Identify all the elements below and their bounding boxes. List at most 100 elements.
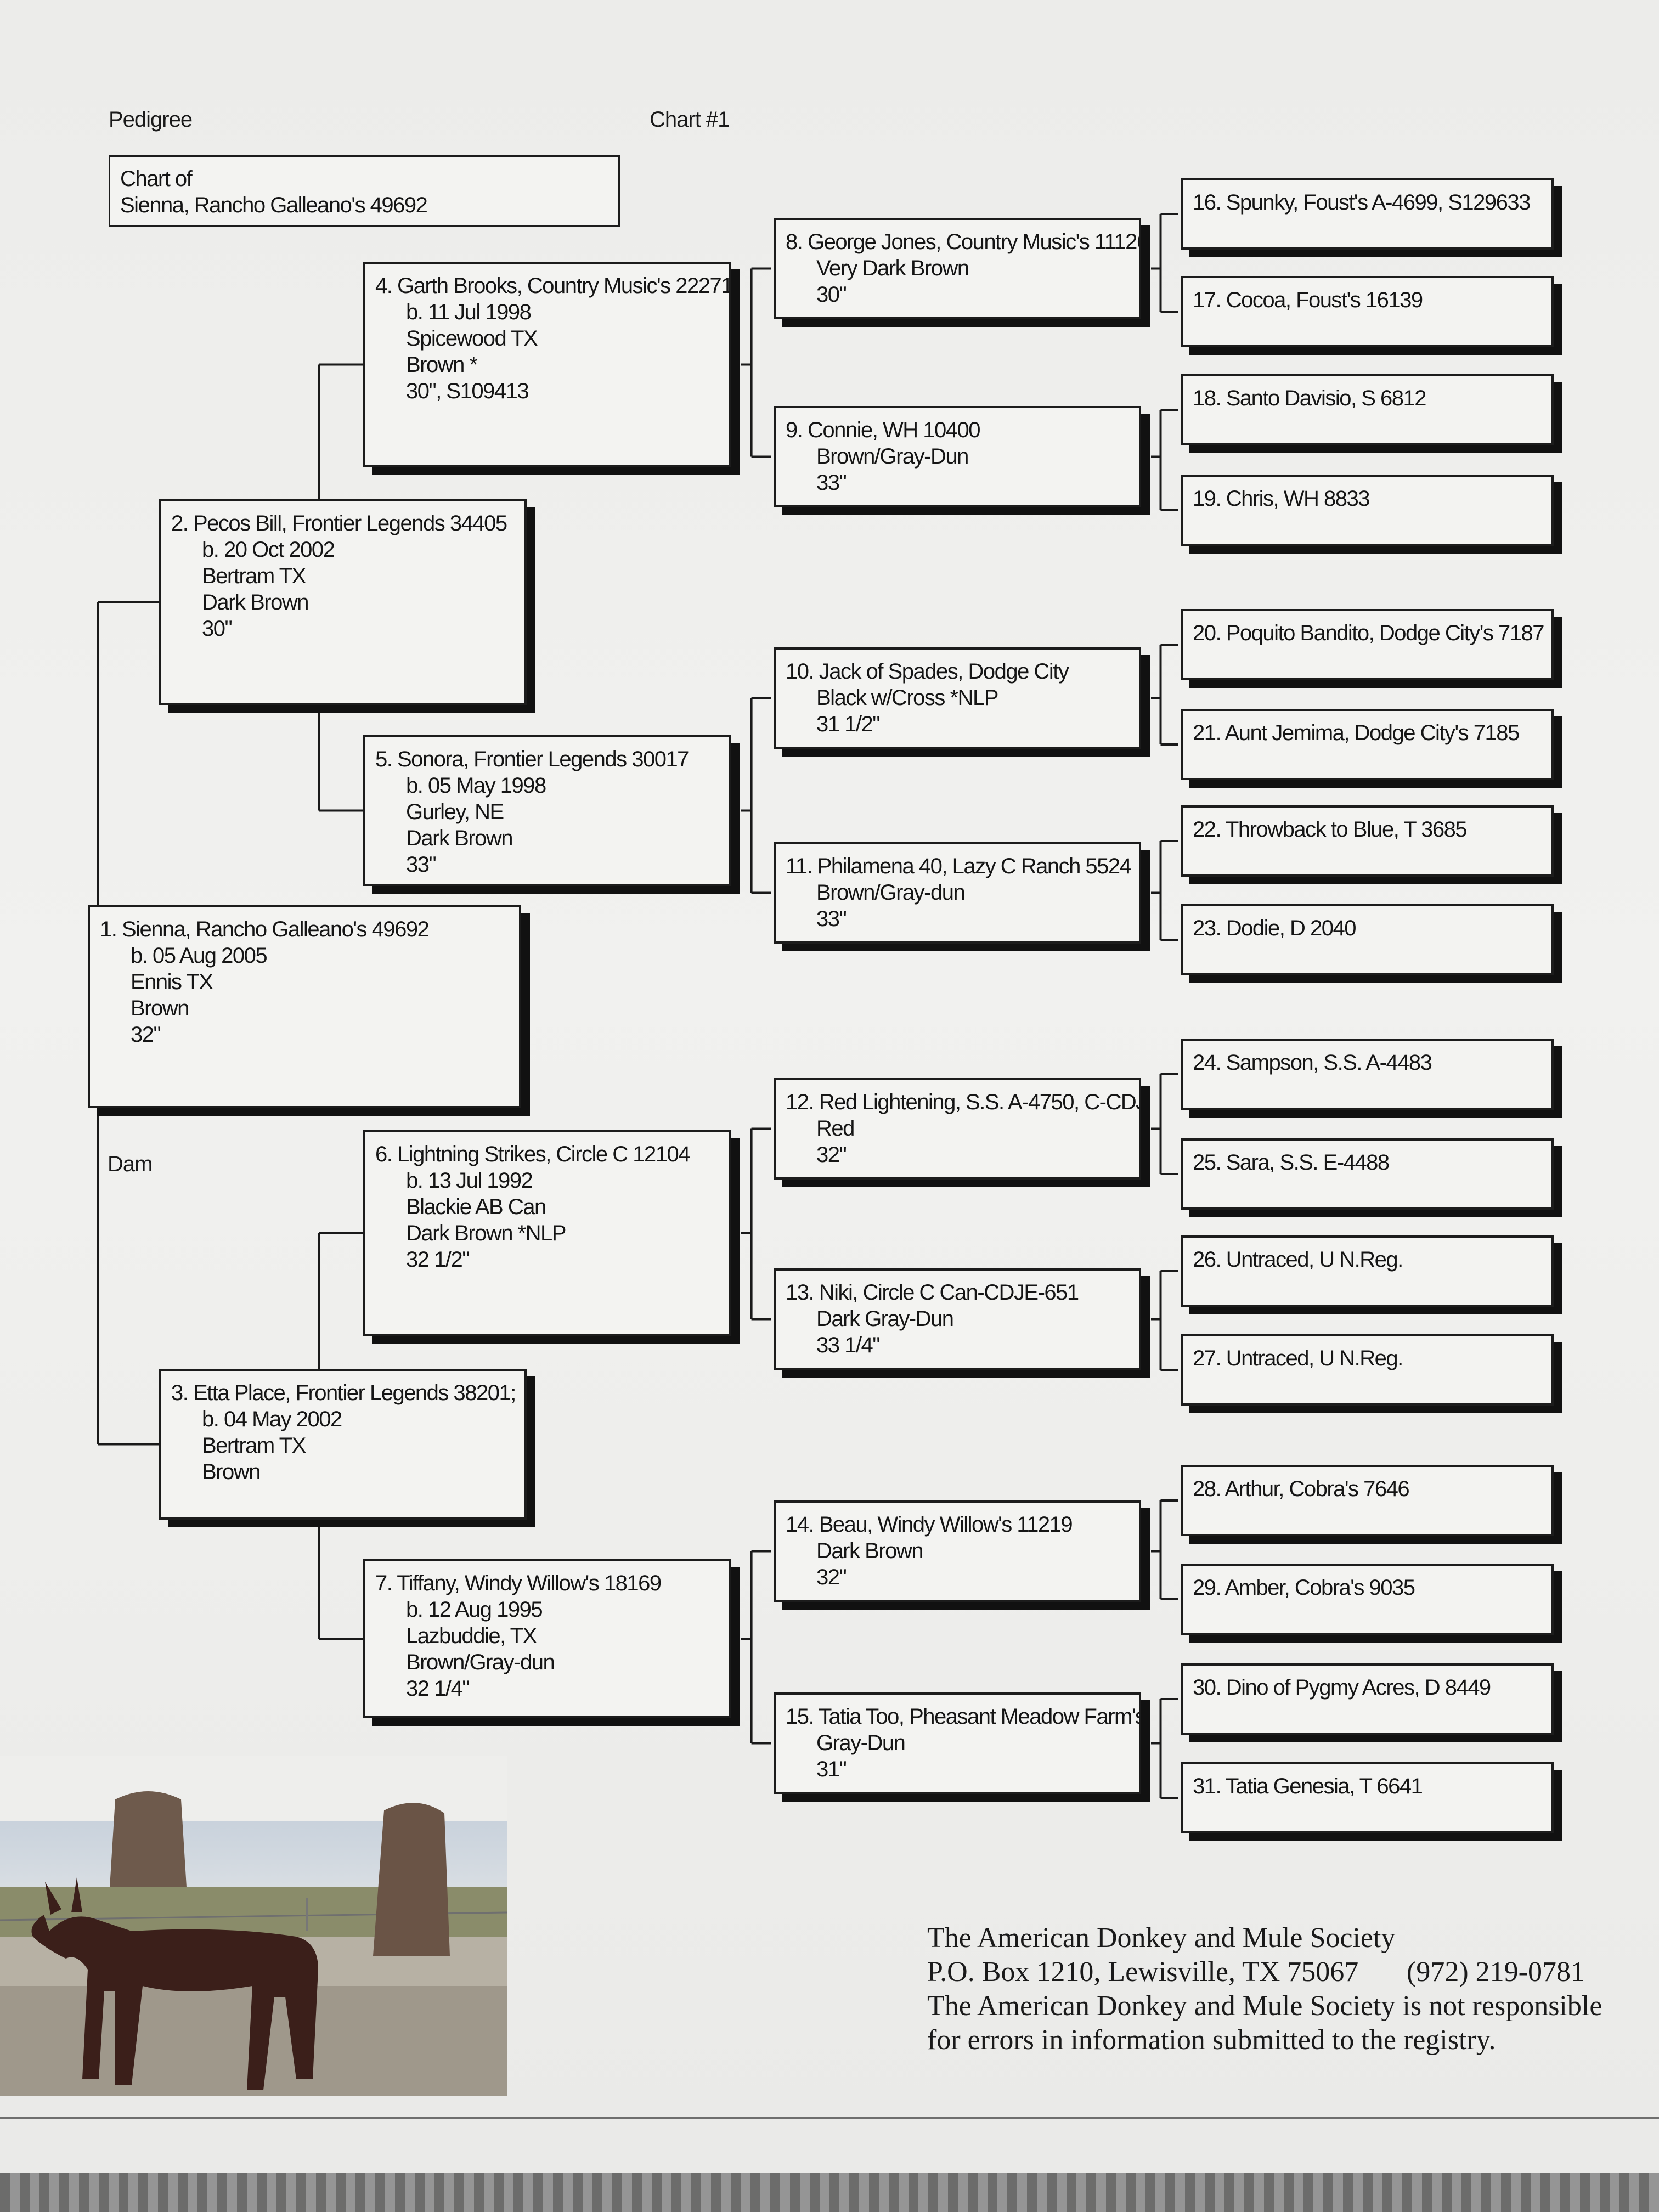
society-phone: (972) 219-0781 (1407, 1956, 1585, 1988)
animal-detail: 30", S109413 (406, 379, 529, 403)
animal-name: 10. Jack of Spades, Dodge City (786, 659, 1069, 684)
disclaimer-line-2: for errors in information submitted to t… (927, 2024, 1496, 2056)
animal-detail: Brown (131, 996, 189, 1020)
animal-detail: 32" (816, 1565, 847, 1589)
pedigree-box-25: 25. Sara, S.S. E-4488 (1181, 1138, 1554, 1210)
animal-name: 22. Throwback to Blue, T 3685 (1193, 817, 1468, 842)
chart-number: Chart #1 (650, 108, 730, 132)
animal-name: 14. Beau, Windy Willow's 11219 (786, 1513, 1073, 1537)
pedigree-box-17: 17. Cocoa, Foust's 16139 (1181, 276, 1554, 347)
animal-detail: Dark Brown (202, 590, 309, 614)
animal-detail: 33" (816, 907, 847, 931)
chart-of-box: Chart of Sienna, Rancho Galleano's 49692 (109, 155, 620, 227)
animal-detail: b. 20 Oct 2002 (202, 538, 335, 562)
animal-name: 8. George Jones, Country Music's 11126- (786, 230, 1141, 254)
connector-7 (741, 1550, 771, 1745)
animal-name: 11. Philamena 40, Lazy C Ranch 5524 (786, 854, 1132, 878)
animal-detail: Blackie AB Can (406, 1195, 546, 1219)
animal-detail: b. 04 May 2002 (202, 1407, 342, 1431)
animal-detail: Brown (202, 1460, 261, 1484)
chart-of-name: Sienna, Rancho Galleano's 49692 (120, 193, 428, 217)
connector-15 (1151, 1698, 1178, 1799)
animal-detail: Dark Brown (406, 826, 513, 850)
pedigree-box-26: 26. Untraced, U N.Reg. (1181, 1235, 1554, 1307)
animal-detail: b. 13 Jul 1992 (406, 1169, 533, 1193)
pedigree-box-23: 23. Dodie, D 2040 (1181, 904, 1554, 975)
animal-detail: Dark Brown *NLP (406, 1221, 566, 1245)
animal-detail: Very Dark Brown (816, 256, 969, 280)
pedigree-box-6: 6. Lightning Strikes, Circle C 12104 b. 1… (363, 1130, 731, 1336)
animal-name: 20. Poquito Bandito, Dodge City's 7187 (1193, 621, 1545, 645)
pedigree-box-22: 22. Throwback to Blue, T 3685 (1181, 805, 1554, 877)
animal-detail: Dark Gray-Dun (816, 1307, 954, 1331)
bottom-divider-line (0, 2117, 1659, 2119)
background-strip (0, 2172, 1659, 2212)
animal-detail: Black w/Cross *NLP (816, 686, 998, 710)
animal-name: 24. Sampson, S.S. A-4483 (1193, 1051, 1432, 1075)
animal-name: 7. Tiffany, Windy Willow's 18169 (375, 1571, 662, 1595)
animal-detail: 32" (131, 1023, 161, 1047)
society-address: P.O. Box 1210, Lewisville, TX 75067 (927, 1956, 1359, 1988)
pedigree-box-24: 24. Sampson, S.S. A-4483 (1181, 1039, 1554, 1110)
pedigree-box-8: 8. George Jones, Country Music's 11126-V… (774, 218, 1141, 319)
animal-detail: b. 05 Aug 2005 (131, 944, 268, 968)
connector-6 (741, 1127, 771, 1321)
pedigree-box-18: 18. Santo Davisio, S 6812 (1181, 374, 1554, 445)
animal-detail: 30" (202, 617, 233, 641)
animal-detail: 30" (816, 283, 847, 307)
connector-12 (1151, 1073, 1178, 1175)
pedigree-box-20: 20. Poquito Bandito, Dodge City's 7187 (1181, 609, 1554, 680)
animal-detail: b. 05 May 1998 (406, 774, 546, 798)
donkey-photo (0, 1756, 507, 2096)
pedigree-box-19: 19. Chris, WH 8833 (1181, 475, 1554, 546)
pedigree-box-4: 4. Garth Brooks, Country Music's 22271,b… (363, 262, 731, 467)
pedigree-box-29: 29. Amber, Cobra's 9035 (1181, 1564, 1554, 1635)
connector-14 (1151, 1499, 1178, 1600)
animal-detail: Brown/Gray-Dun (816, 444, 969, 469)
animal-name: 21. Aunt Jemima, Dodge City's 7185 (1193, 721, 1520, 745)
animal-name: 19. Chris, WH 8833 (1193, 487, 1370, 511)
animal-name: 6. Lightning Strikes, Circle C 12104 (375, 1142, 691, 1166)
connector-8 (1151, 213, 1178, 313)
animal-name: 16. Spunky, Foust's A-4699, S129633 (1193, 190, 1531, 215)
animal-name: 26. Untraced, U N.Reg. (1193, 1248, 1403, 1272)
animal-detail: Bertram TX (202, 564, 306, 588)
animal-name: 27. Untraced, U N.Reg. (1193, 1346, 1403, 1370)
connector-13 (1151, 1270, 1178, 1371)
society-name: The American Donkey and Mule Society (927, 1922, 1396, 1954)
connector-10 (1151, 644, 1178, 746)
animal-detail: 33" (406, 853, 437, 877)
animal-name: 3. Etta Place, Frontier Legends 38201; (171, 1381, 516, 1405)
pedigree-box-31: 31. Tatia Genesia, T 6641 (1181, 1762, 1554, 1833)
animal-name: 29. Amber, Cobra's 9035 (1193, 1576, 1415, 1600)
connector-4 (741, 267, 771, 458)
animal-name: 17. Cocoa, Foust's 16139 (1193, 288, 1423, 312)
animal-detail: 33 1/4" (816, 1333, 880, 1357)
animal-detail: Brown/Gray-dun (406, 1650, 555, 1674)
animal-detail: Lazbuddie, TX (406, 1624, 537, 1648)
connector-5 (741, 697, 771, 894)
chart-of-label: Chart of (120, 167, 193, 191)
pedigree-box-2: 2. Pecos Bill, Frontier Legends 34405 b. … (159, 499, 527, 705)
dam-label: Dam (108, 1152, 153, 1176)
pedigree-box-28: 28. Arthur, Cobra's 7646 (1181, 1465, 1554, 1536)
animal-name: 31. Tatia Genesia, T 6641 (1193, 1774, 1423, 1798)
animal-name: 9. Connie, WH 10400 (786, 418, 980, 442)
animal-name: 2. Pecos Bill, Frontier Legends 34405 (171, 511, 507, 535)
pedigree-box-27: 27. Untraced, U N.Reg. (1181, 1334, 1554, 1406)
animal-detail: Brown * (406, 353, 478, 377)
animal-detail: Spicewood TX (406, 326, 538, 351)
pedigree-box-21: 21. Aunt Jemima, Dodge City's 7185 (1181, 709, 1554, 780)
disclaimer-line-1: The American Donkey and Mule Society is … (927, 1990, 1602, 2022)
animal-detail: Bertram TX (202, 1434, 306, 1458)
animal-name: 12. Red Lightening, S.S. A-4750, C-CDJA (786, 1090, 1141, 1114)
